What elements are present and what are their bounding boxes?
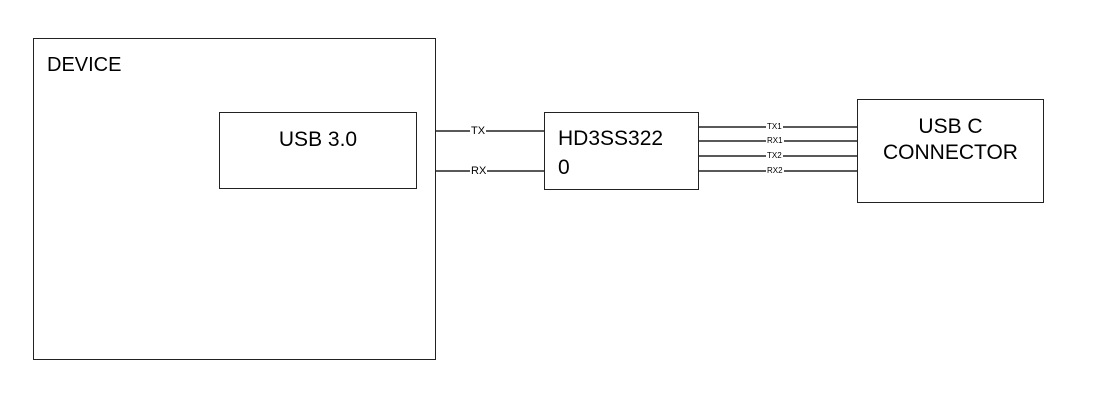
signal-label-tx1: TX1 [766, 122, 783, 131]
signal-label-rx1: RX1 [766, 136, 784, 145]
signal-label-rx: RX [470, 165, 488, 177]
connector-label: USB C CONNECTOR [858, 114, 1043, 167]
device-box: DEVICE [33, 38, 436, 360]
usb3-box: USB 3.0 [219, 112, 417, 189]
signal-label-tx: TX [470, 125, 487, 137]
connector-label-line1: USB C [918, 115, 983, 138]
usb3-label: USB 3.0 [278, 128, 358, 151]
chip-label-line1: HD3SS322 [558, 127, 664, 150]
usbc-connector-box: USB C CONNECTOR [857, 99, 1044, 203]
signal-label-tx2: TX2 [766, 151, 783, 160]
device-label: DEVICE [47, 54, 122, 76]
chip-box: HD3SS322 0 [544, 112, 699, 190]
connector-label-line2: CONNECTOR [883, 141, 1018, 165]
chip-label-line2: 0 [558, 156, 570, 179]
signal-label-rx2: RX2 [766, 166, 784, 175]
chip-label: HD3SS322 0 [558, 123, 698, 184]
